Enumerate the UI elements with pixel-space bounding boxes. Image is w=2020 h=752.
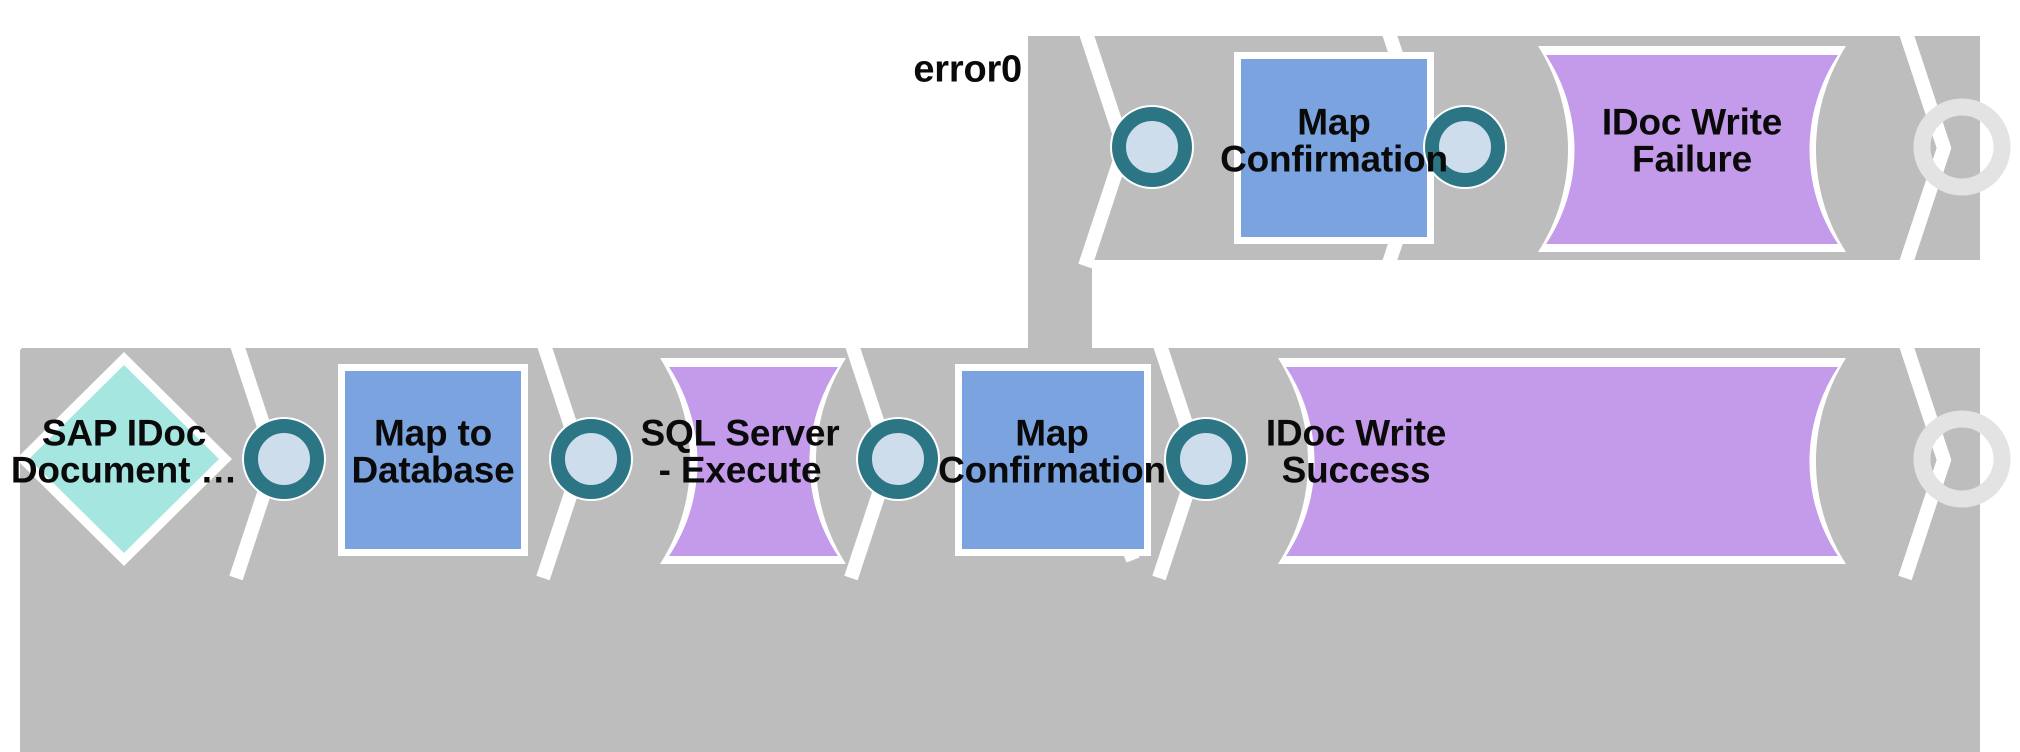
shape-sql-server-execute[interactable] bbox=[660, 358, 846, 564]
separator-bottom-5 bbox=[1898, 339, 1952, 581]
connector-ring-bottom-2[interactable] bbox=[549, 417, 633, 501]
bottom-row-shapes bbox=[16, 352, 2011, 566]
shape-sap-idoc-document[interactable] bbox=[16, 352, 232, 566]
separator-top-3 bbox=[1898, 27, 1952, 269]
connector-ring-top-2[interactable] bbox=[1423, 105, 1507, 189]
shape-bottom-map-confirmation[interactable] bbox=[955, 364, 1151, 556]
lane-top-left-corner bbox=[1006, 36, 1028, 62]
connector-ring-bottom-4[interactable] bbox=[1164, 417, 1248, 501]
top-row-shapes bbox=[1110, 46, 2011, 252]
connector-ring-bottom-1[interactable] bbox=[242, 417, 326, 501]
shape-top-idoc-write-failure[interactable] bbox=[1538, 46, 1846, 252]
lane-bottom-left-corner bbox=[0, 348, 22, 372]
shape-map-to-database[interactable] bbox=[338, 364, 528, 556]
shape-idoc-write-success[interactable] bbox=[1278, 358, 1846, 564]
shape-top-map-confirmation[interactable] bbox=[1234, 52, 1434, 244]
lane-top-row bbox=[1092, 36, 1980, 260]
terminator-ring-top[interactable] bbox=[1913, 98, 2011, 196]
connector-ring-top-1[interactable] bbox=[1110, 105, 1194, 189]
connector-ring-bottom-3[interactable] bbox=[856, 417, 940, 501]
terminator-ring-bottom[interactable] bbox=[1913, 410, 2011, 508]
